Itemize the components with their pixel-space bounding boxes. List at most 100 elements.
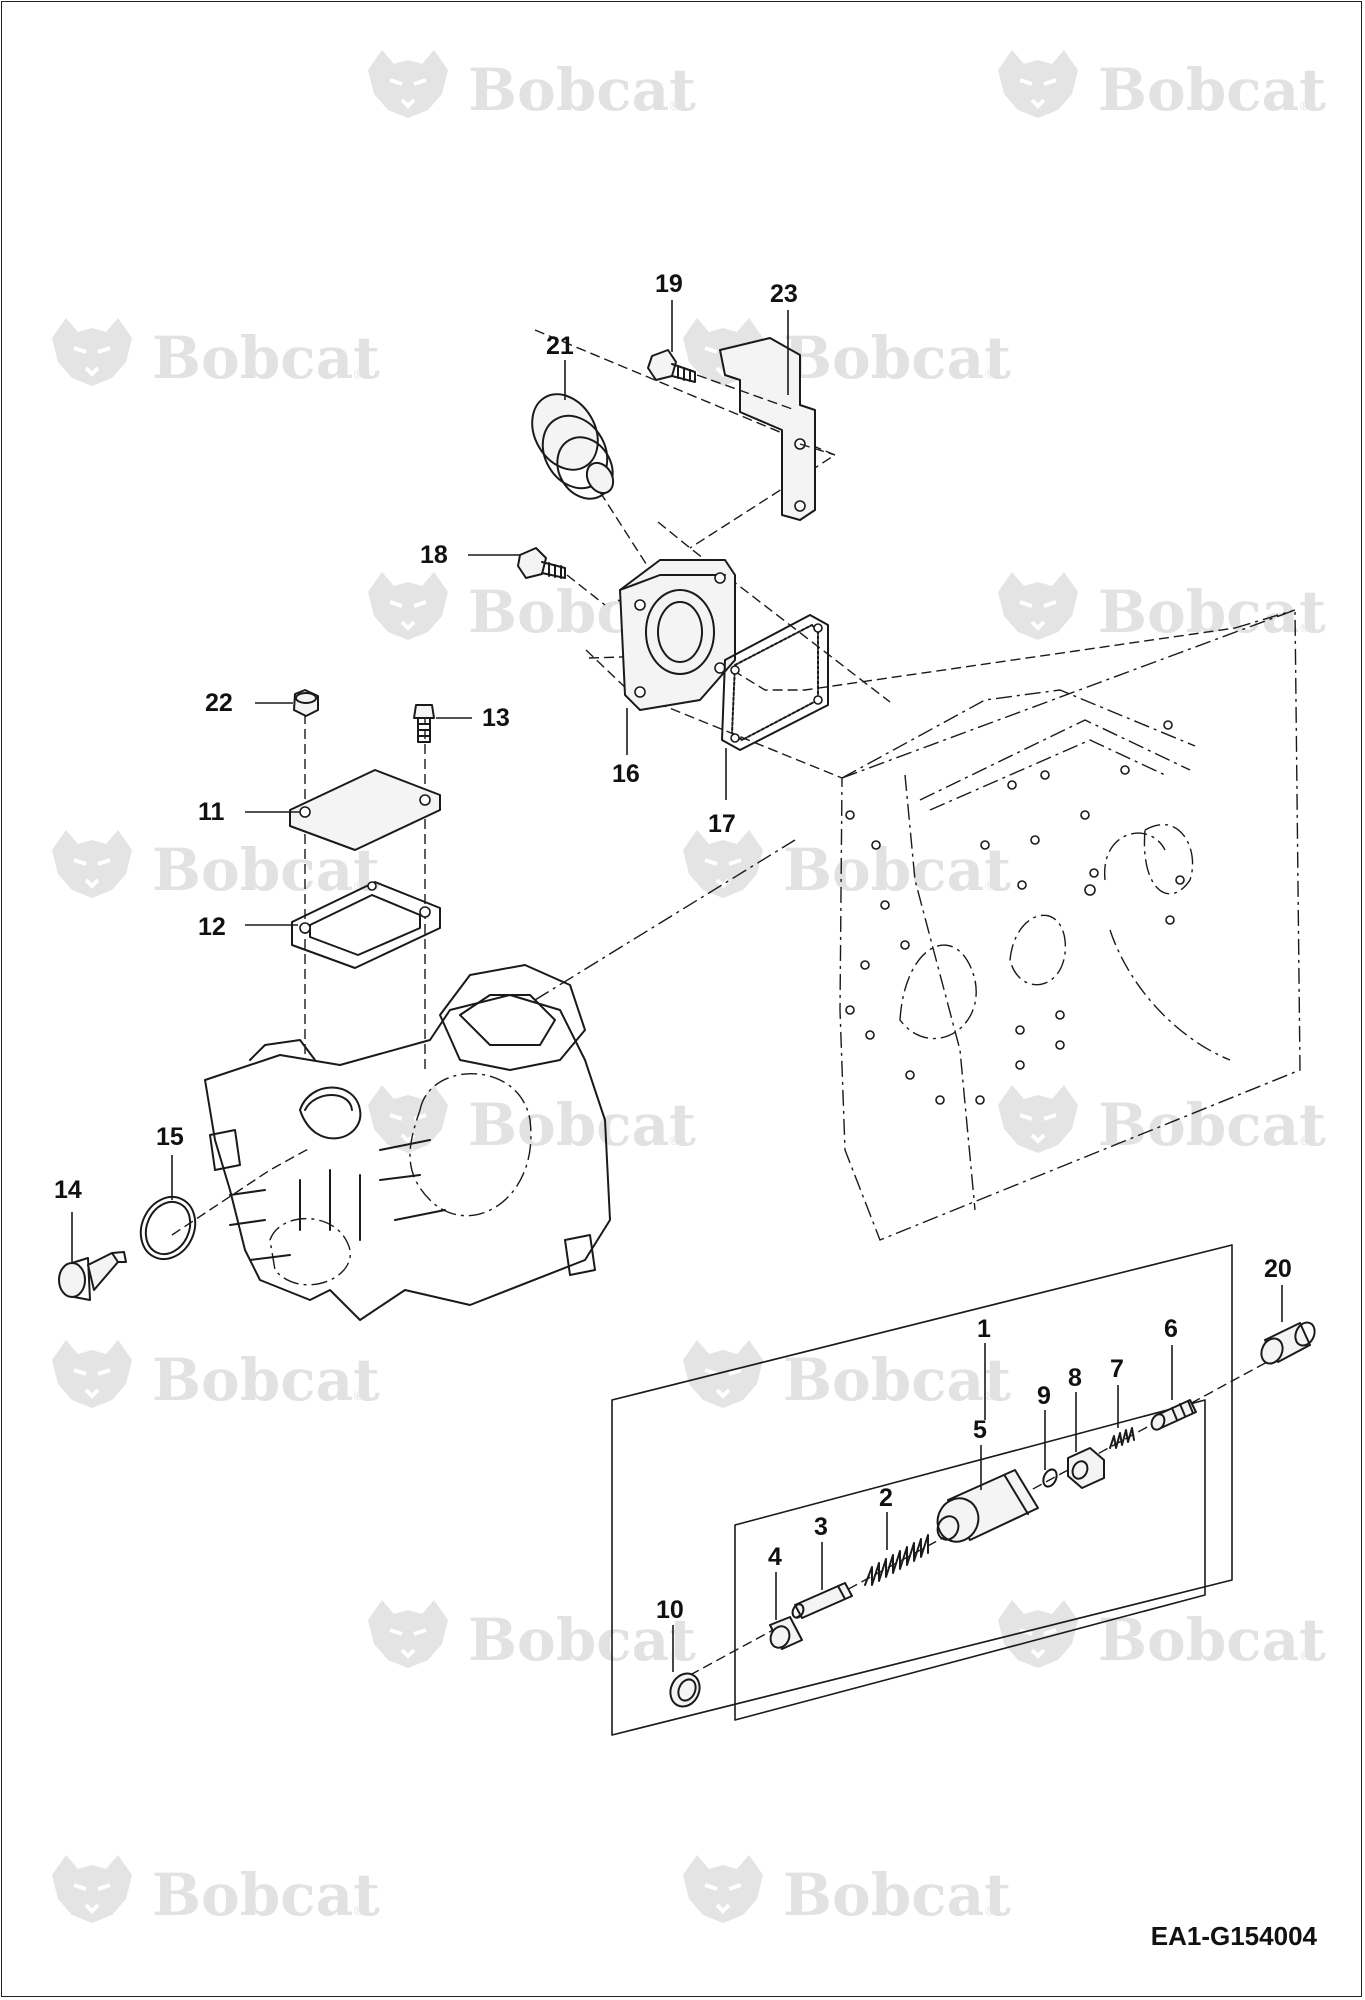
bobcat-logo-icon	[366, 1598, 450, 1670]
part-8-nut	[1067, 1447, 1105, 1489]
callout-20: 20	[1264, 1255, 1292, 1283]
watermark-brand: Bobcat	[1098, 1091, 1326, 1159]
watermark-brand: Bobcat	[152, 1346, 380, 1414]
watermark-brand: Bobcat	[468, 1606, 696, 1674]
callout-23: 23	[770, 280, 798, 308]
callout-1: 1	[977, 1315, 991, 1343]
bobcat-logo-icon	[996, 48, 1080, 120]
part-23-bracket	[719, 337, 836, 521]
bobcat-logo-icon	[366, 570, 450, 642]
watermark-reg: ®	[354, 1389, 363, 1403]
callout-6: 6	[1164, 1315, 1178, 1343]
watermark-brand: Bobcat	[783, 1346, 1011, 1414]
watermark-brand: Bobcat	[152, 1861, 380, 1929]
watermark-brand: Bobcat	[1098, 578, 1326, 646]
watermark-reg: ®	[1300, 1134, 1309, 1148]
watermark: Bobcat ®	[681, 1853, 1011, 1929]
callout-leaders	[71, 300, 1283, 1672]
gear-case-housing	[204, 964, 611, 1321]
watermark-reg: ®	[670, 1649, 679, 1663]
watermark: Bobcat ®	[996, 1598, 1326, 1674]
part-13-bolt	[413, 704, 435, 743]
callout-11: 11	[198, 798, 225, 826]
watermark-brand: Bobcat	[783, 1861, 1011, 1929]
bobcat-logo-icon	[366, 1083, 450, 1155]
drawing-code: EA1-G154004	[1150, 1921, 1317, 1951]
callout-17: 17	[708, 810, 736, 838]
part-20-cap	[1260, 1321, 1316, 1365]
engine-block-reference	[839, 608, 1301, 1241]
watermark-reg: ®	[354, 367, 363, 381]
watermark-brand: Bobcat	[152, 324, 380, 392]
callout-10: 10	[656, 1596, 684, 1624]
part-18-bolt	[517, 547, 606, 606]
watermark: Bobcat ®	[50, 1338, 380, 1414]
callout-14: 14	[54, 1176, 82, 1204]
callout-8: 8	[1068, 1364, 1082, 1392]
part-3-pin	[791, 1582, 853, 1619]
watermark-reg: ®	[670, 1134, 679, 1148]
bobcat-logo-icon	[50, 316, 134, 388]
watermark-reg: ®	[985, 1904, 994, 1918]
watermark: Bobcat ®	[681, 828, 1011, 904]
watermark-reg: ®	[354, 879, 363, 893]
part-16-housing	[619, 559, 736, 711]
callout-13: 13	[482, 704, 510, 732]
watermark-brand: Bobcat	[468, 56, 696, 124]
part-2-spring	[864, 1534, 929, 1586]
watermark-reg: ®	[1300, 621, 1309, 635]
watermark-brand: Bobcat	[1098, 56, 1326, 124]
watermark-brand: Bobcat	[783, 836, 1011, 904]
bobcat-logo-icon	[50, 1338, 134, 1410]
watermark-reg: ®	[1300, 99, 1309, 113]
watermark-reg: ®	[354, 1904, 363, 1918]
callout-18: 18	[420, 541, 448, 569]
part-7-spring	[1109, 1427, 1135, 1449]
watermark: Bobcat ®	[50, 828, 380, 904]
bobcat-logo-icon	[50, 1853, 134, 1925]
part-22-nut	[293, 689, 319, 717]
watermark-brand: Bobcat	[152, 836, 380, 904]
part-15-o-ring	[139, 1195, 197, 1261]
part-5-valve-body	[936, 1469, 1039, 1543]
bobcat-logo-icon	[50, 828, 134, 900]
watermark: Bobcat ®	[366, 1083, 696, 1159]
callout-16: 16	[612, 760, 640, 788]
part-10-washer	[669, 1672, 701, 1708]
watermark-layer: Bobcat ® Bobcat ® Bobcat ® Bobcat ® Bobc…	[50, 48, 1326, 1929]
watermark: Bobcat ®	[50, 1853, 380, 1929]
part-4-spacer	[769, 1616, 803, 1650]
bobcat-logo-icon	[996, 1598, 1080, 1670]
part-17-gasket	[721, 614, 829, 751]
callout-labels: 19 23 21 18 22 13 11 12 16 17 15 14 20 1…	[54, 270, 1292, 1624]
watermark: Bobcat ®	[366, 48, 696, 124]
callout-9: 9	[1037, 1382, 1051, 1410]
bobcat-logo-icon	[681, 1338, 765, 1410]
bobcat-logo-icon	[366, 48, 450, 120]
watermark: Bobcat ®	[366, 1598, 696, 1674]
bobcat-logo-icon	[996, 1083, 1080, 1155]
watermark-brand: Bobcat	[783, 324, 1011, 392]
watermark-brand: Bobcat	[1098, 1606, 1326, 1674]
callout-5: 5	[973, 1416, 987, 1444]
callout-4: 4	[768, 1543, 782, 1571]
watermark-reg: ®	[1300, 1649, 1309, 1663]
bobcat-logo-icon	[681, 828, 765, 900]
callout-3: 3	[814, 1513, 828, 1541]
valve-subassembly	[611, 1244, 1281, 1736]
part-19-bolt	[647, 349, 796, 411]
part-21-cap	[531, 393, 651, 571]
part-6-screw	[1150, 1399, 1197, 1431]
part-11-cover	[289, 769, 441, 851]
bobcat-logo-icon	[996, 570, 1080, 642]
watermark-reg: ®	[985, 879, 994, 893]
watermark: Bobcat ®	[996, 570, 1326, 646]
watermark-reg: ®	[985, 367, 994, 381]
callout-19: 19	[655, 270, 683, 298]
callout-12: 12	[198, 913, 226, 941]
callout-7: 7	[1110, 1355, 1124, 1383]
watermark: Bobcat ®	[996, 48, 1326, 124]
watermark: Bobcat ®	[681, 1338, 1011, 1414]
part-9-o-ring	[1042, 1468, 1058, 1488]
